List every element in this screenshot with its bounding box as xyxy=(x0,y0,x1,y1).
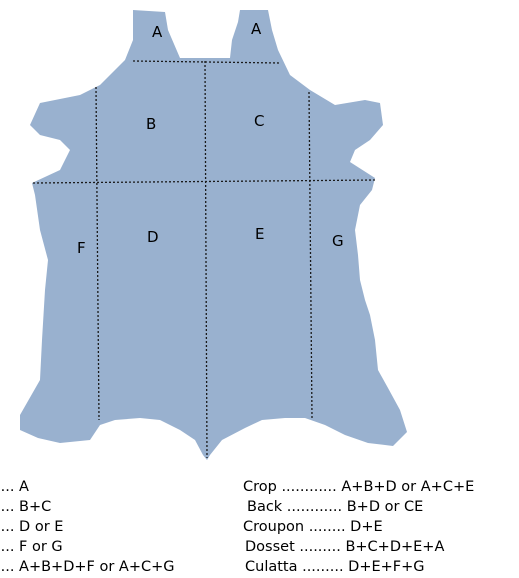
region-e-label: E xyxy=(255,225,264,243)
legend-right-back: Back ............ B+D or CE xyxy=(247,497,423,517)
legend-right-crop: Crop ............ A+B+D or A+C+E xyxy=(243,477,474,497)
region-g-label: G xyxy=(332,232,344,250)
region-a-right-label: A xyxy=(251,20,262,38)
legend-left-line-3: .... D or E xyxy=(0,517,63,537)
hide-shape xyxy=(20,10,407,460)
legend-right-culatta: Culatta ......... D+E+F+G xyxy=(245,557,425,577)
hide-diagram: A A B C D E F G xyxy=(0,0,519,470)
region-c-label: C xyxy=(254,112,264,130)
legend-left-line-4: .... F or G xyxy=(0,537,63,557)
legend-left-line-5: .... A+B+D+F or A+C+G xyxy=(0,557,175,577)
legend-left-line-2: .... B+C xyxy=(0,497,51,517)
legend-left-line-1: .... A xyxy=(0,477,29,497)
region-a-left-label: A xyxy=(152,23,163,41)
region-f-label: F xyxy=(77,239,86,257)
legend-right-croupon: Croupon ........ D+E xyxy=(243,517,383,537)
region-b-label: B xyxy=(146,115,156,133)
region-d-label: D xyxy=(147,228,159,246)
legend-right-dosset: Dosset ......... B+C+D+E+A xyxy=(245,537,444,557)
